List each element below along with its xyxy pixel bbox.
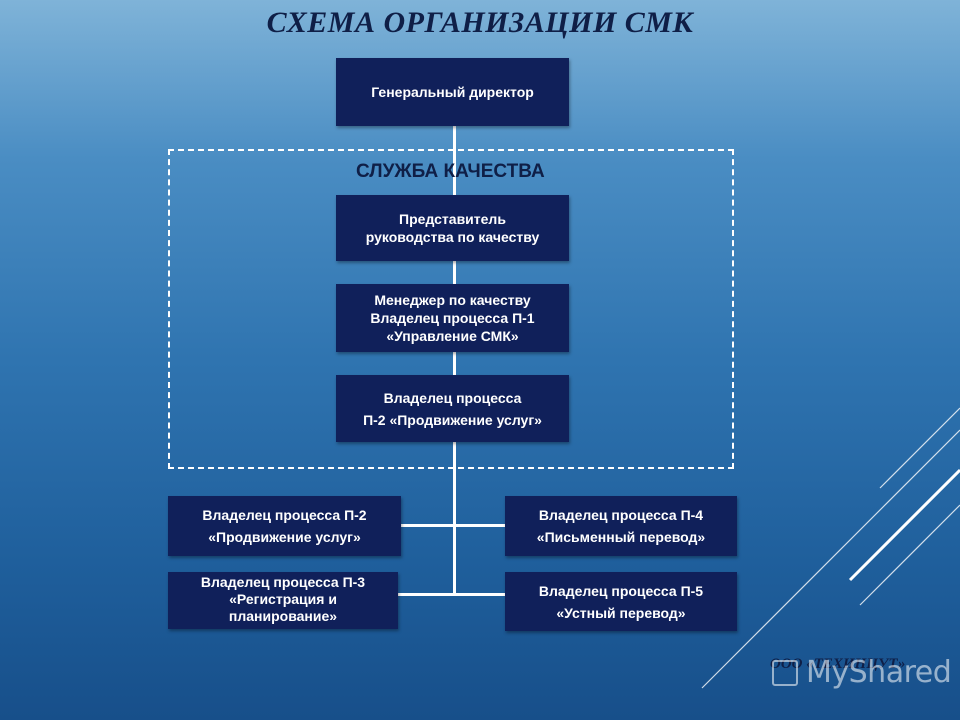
owner-p2-center-box: Владелец процесса П-2 «Продвижение услуг… (336, 375, 569, 442)
quality-rep-box: Представитель руководства по качеству (336, 195, 569, 261)
quality-manager-box: Менеджер по качеству Владелец процесса П… (336, 284, 569, 352)
connector-right-lower (453, 593, 506, 596)
company-name: ООО «ТЕХИНЦУТ» (770, 656, 906, 672)
quality-rep-line-2: руководства по качеству (365, 229, 540, 245)
owner-p4-line-2: «Письменный перевод» (536, 529, 706, 545)
owner-p2-left-line-1: Владелец процесса П-2 (202, 507, 367, 523)
owner-p4-line-1: Владелец процесса П-4 (538, 507, 704, 523)
quality-manager-line-3: «Управление СМК» (386, 328, 519, 344)
quality-service-label: СЛУЖБА КАЧЕСТВА (356, 161, 545, 182)
director-line-1: Генеральный директор (371, 84, 534, 100)
owner-p5-line-1: Владелец процесса П-5 (538, 582, 704, 599)
quality-rep-line-1: Представитель (399, 211, 506, 227)
quality-manager-line-2: Владелец процесса П-1 (370, 310, 535, 326)
owner-p5-box: Владелец процесса П-5 «Устный перевод» (505, 572, 737, 631)
watermark: MyShared (806, 655, 952, 690)
connector-vertical-main (453, 125, 456, 595)
owner-p2-center-line-2: П-2 «Продвижение услуг» (363, 411, 542, 428)
owner-p3-line-1: Владелец процесса П-3 (200, 574, 366, 590)
slide-title: СХЕМА ОРГАНИЗАЦИИ СМК (266, 6, 694, 39)
quality-manager-line-1: Менеджер по качеству (374, 292, 531, 308)
owner-p3-line-3: планирование» (228, 608, 338, 624)
connector-right-upper (453, 524, 506, 527)
decorative-lines (701, 407, 960, 689)
director-box: Генеральный директор (336, 58, 569, 126)
owner-p2-center-line-1: Владелец процесса (383, 389, 522, 406)
owner-p3-box: Владелец процесса П-3 «Регистрация и пла… (168, 572, 398, 629)
owner-p3-line-2: «Регистрация и (229, 591, 337, 607)
owner-p2-left-box: Владелец процесса П-2 «Продвижение услуг… (168, 496, 401, 556)
quality-service-area (168, 149, 734, 469)
owner-p5-line-2: «Устный перевод» (556, 604, 686, 621)
connector-left-upper (400, 524, 455, 527)
watermark-icon (772, 660, 798, 686)
owner-p2-left-line-2: «Продвижение услуг» (208, 529, 361, 545)
connector-left-lower (397, 593, 455, 596)
owner-p4-box: Владелец процесса П-4 «Письменный перево… (505, 496, 737, 556)
